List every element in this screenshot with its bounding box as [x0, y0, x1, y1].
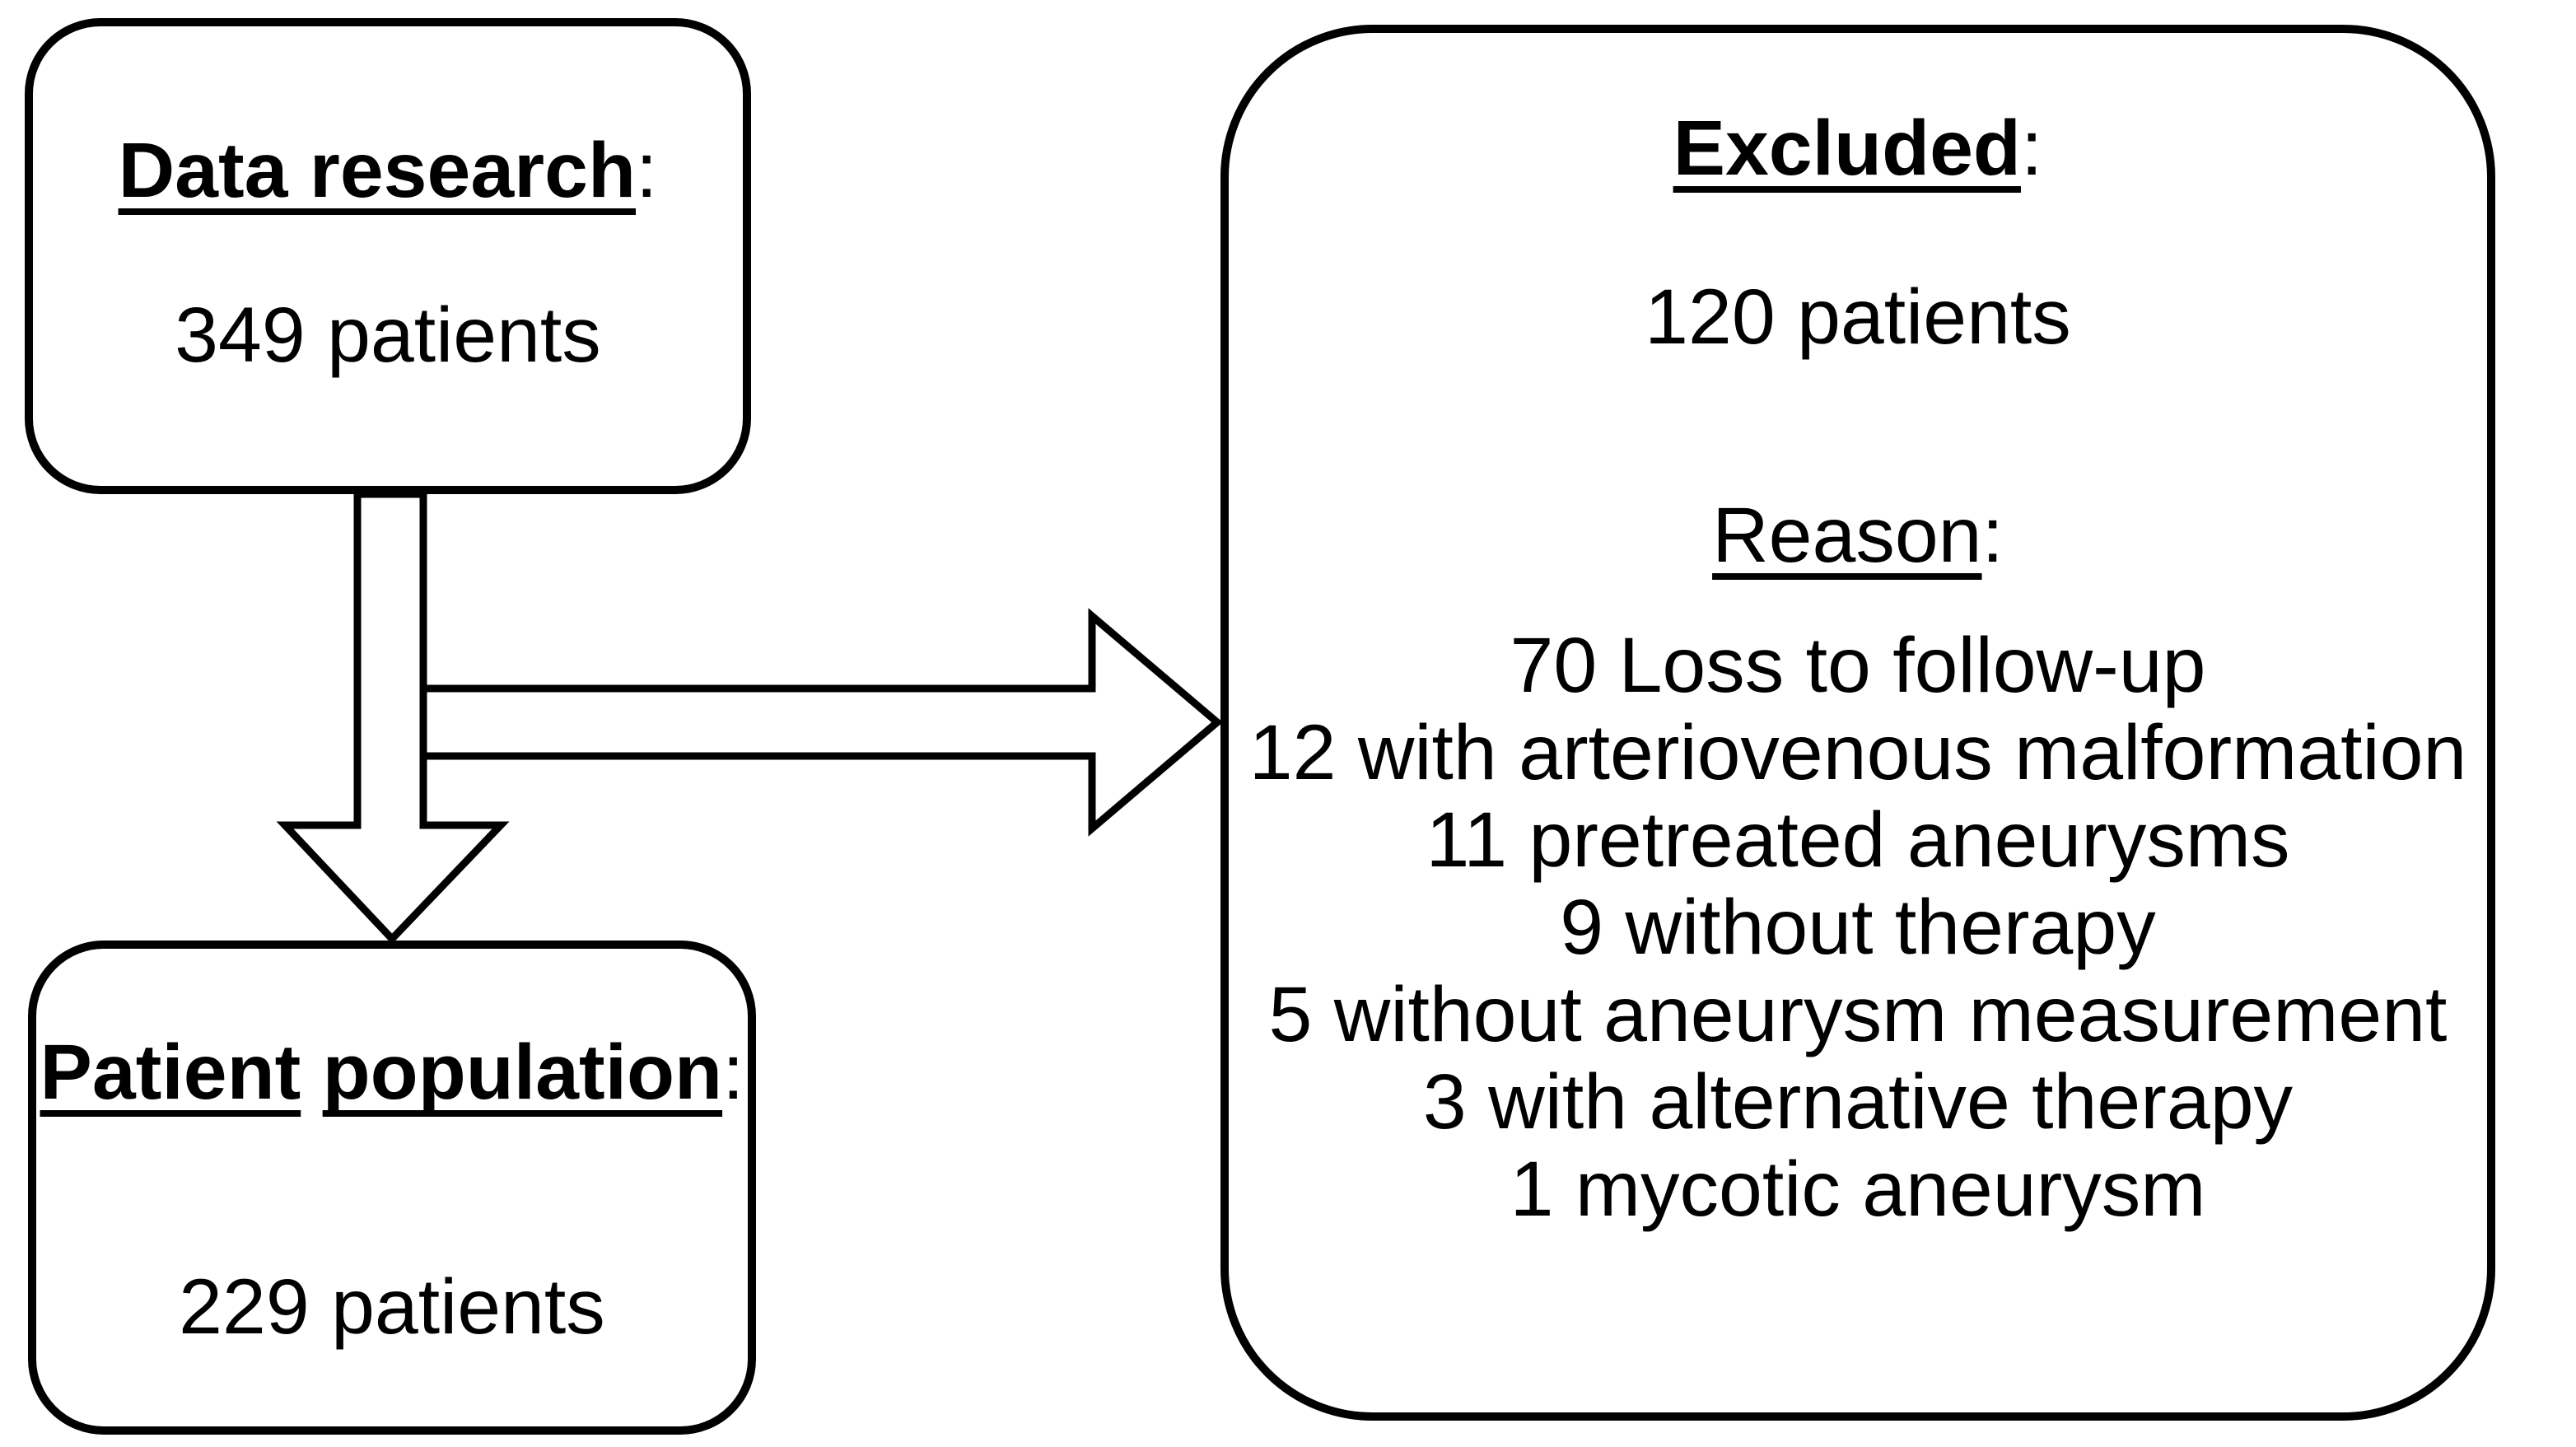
- patient-population-title-word2: population: [322, 1029, 723, 1116]
- data-research-title-text: Data research: [118, 127, 637, 214]
- reason-item-pretreated-aneurysms: 11 pretreated aneurysms: [1426, 796, 2290, 884]
- reason-item-mycotic-aneurysm: 1 mycotic aneurysm: [1510, 1146, 2206, 1233]
- data-research-count: 349 patients: [175, 292, 601, 379]
- excluded-title-text: Excluded: [1673, 105, 2021, 192]
- reason-item-alternative-therapy: 3 with alternative therapy: [1422, 1058, 2294, 1146]
- down-arrow: [276, 490, 510, 945]
- patient-population-box: Patient population: 229 patients: [28, 941, 756, 1435]
- reason-heading-colon: :: [1981, 492, 2004, 579]
- patient-population-title-colon: :: [722, 1029, 744, 1116]
- reason-list: 70 Loss to follow-up 12 with arterioveno…: [1249, 622, 2466, 1233]
- excluded-box: Excluded: 120 patients Reason: 70 Loss t…: [1220, 25, 2495, 1421]
- patient-population-title-word1: Patient: [40, 1029, 301, 1116]
- reason-item-arteriovenous-malformation: 12 with arteriovenous malformation: [1248, 709, 2467, 796]
- reason-item-without-therapy: 9 without therapy: [1560, 884, 2156, 971]
- data-research-title-colon: :: [636, 127, 658, 214]
- right-arrow: [419, 608, 1223, 837]
- excluded-title-colon: :: [2020, 105, 2043, 192]
- data-research-title: Data research:: [119, 125, 658, 216]
- excluded-title: Excluded:: [1673, 103, 2043, 194]
- data-research-box: Data research: 349 patients: [25, 18, 751, 494]
- patient-population-count: 229 patients: [179, 1263, 605, 1351]
- excluded-count: 120 patients: [1645, 273, 2071, 361]
- reason-item-loss-to-follow-up: 70 Loss to follow-up: [1510, 622, 2206, 709]
- reason-heading: Reason:: [1712, 490, 2004, 581]
- reason-item-without-aneurysm-measurement: 5 without aneurysm measurement: [1268, 971, 2448, 1058]
- patient-population-title: Patient population:: [40, 1027, 744, 1118]
- reason-heading-text: Reason: [1712, 492, 1982, 579]
